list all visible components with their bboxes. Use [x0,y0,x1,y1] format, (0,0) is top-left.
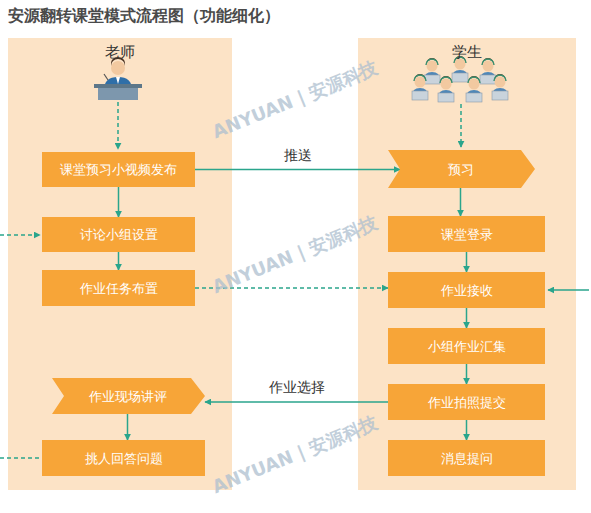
step-label: 课堂预习小视频发布 [60,161,177,178]
watermark: ANYUAN | 安源科技 [209,411,381,499]
step-label: 课堂登录 [441,226,493,243]
chevron-outline [388,150,535,188]
swimlane-panel: 老师课堂预习小视频发布讨论小组设置作业任务布置作业现场讲评挑人回答问题 [8,38,232,490]
chevron-outline [52,378,205,414]
process-box: 消息提问 [388,440,545,476]
chevron-step: 作业现场讲评 [52,378,205,414]
student-dashed-wire [460,104,462,147]
incoming-dashed-wire [0,457,41,459]
edge-label: 作业选择 [265,378,329,396]
step-label: 挑人回答问题 [85,450,163,467]
lane-heading: 老师 [8,42,232,62]
step-label: 作业拍照提交 [428,394,506,411]
incoming-solid-wire [548,289,589,291]
flow-arrow [466,308,468,328]
process-box: 挑人回答问题 [42,440,205,476]
flow-arrow [205,401,388,403]
step-label: 预习 [448,161,474,178]
process-box: 作业接收 [388,272,545,308]
flow-arrow [466,364,468,384]
chevron-step: 预习 [388,150,535,188]
process-box: 小组作业汇集 [388,328,545,364]
flow-arrow [118,187,120,217]
teacher-head [111,61,125,75]
teacher-icon [94,57,142,100]
process-box: 课堂预习小视频发布 [42,152,195,187]
teacher-hair [111,57,125,66]
flow-arrow [466,252,468,272]
edge-label: 推送 [280,146,316,164]
process-box: 讨论小组设置 [42,217,195,252]
teacher-shirt [116,77,120,84]
process-box: 作业任务布置 [42,270,195,306]
incoming-dashed-wire [0,234,40,236]
students-icon [412,56,508,102]
teacher-dashed-wire [117,102,119,149]
step-label: 作业任务布置 [80,280,158,297]
watermark: ANYUAN | 安源科技 [209,56,381,144]
microphone [104,74,108,80]
lane-heading: 学生 [358,42,576,62]
flow-arrow [118,252,120,270]
step-label: 作业现场讲评 [89,388,167,405]
step-label: 消息提问 [441,450,493,467]
diagram-title: 安源翻转课堂模式流程图（功能细化） [8,6,280,27]
flow-arrow [127,414,129,440]
step-label: 讨论小组设置 [80,226,158,243]
flow-arrow [466,420,468,440]
process-box: 课堂登录 [388,216,545,252]
flow-arrow [195,169,400,171]
process-box: 作业拍照提交 [388,384,545,420]
step-label: 小组作业汇集 [428,338,506,355]
podium [98,86,138,100]
podium-top [94,84,142,88]
flow-arrow [460,188,462,216]
step-label: 作业接收 [441,282,493,299]
watermark: ANYUAN | 安源科技 [209,211,381,299]
